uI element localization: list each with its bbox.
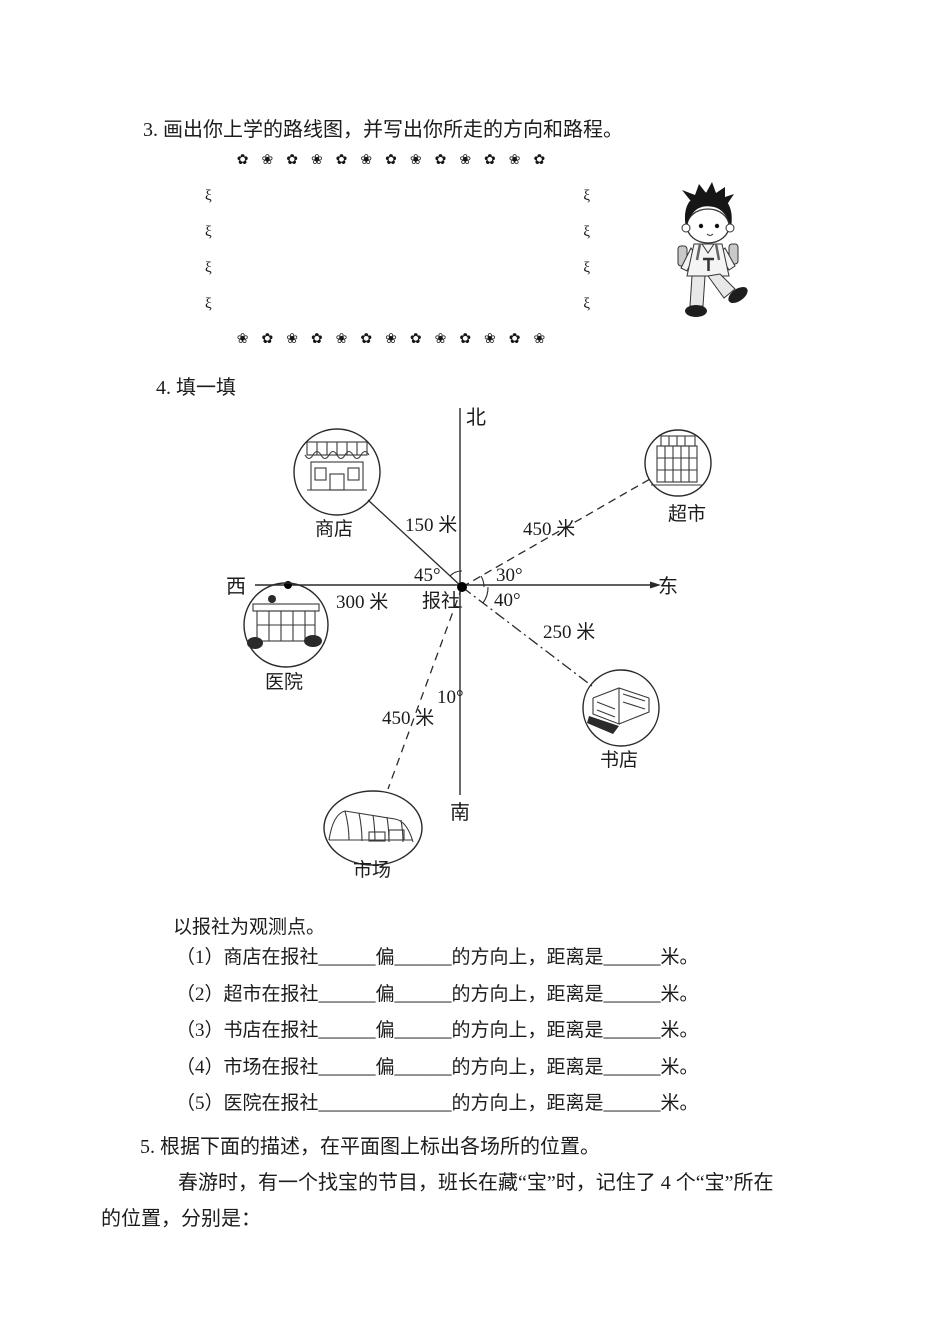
boy-mouth [706, 233, 714, 236]
newspaper-office-dot [457, 582, 467, 592]
newspaper-office-label: 报社 [422, 590, 460, 612]
shop-circle [293, 428, 381, 516]
boy-leg-left [689, 275, 706, 307]
observation-point-note: 以报社为观测点。 [173, 917, 326, 938]
boy-backpack-straps [695, 243, 721, 261]
bookstore-circle [582, 669, 660, 747]
question-3-text: 3. 画出你上学的路线图，并写出你所走的方向和路程。 [143, 119, 623, 141]
hospital-circle [243, 582, 329, 668]
market-ray [387, 586, 463, 790]
market-circle [323, 790, 423, 866]
boy-shoe-right [728, 287, 748, 303]
supermarket-label: 超市 [668, 503, 706, 525]
boy-hair [684, 192, 732, 228]
shop-angle: 45° [414, 565, 441, 586]
vine-border-right: ξ ξ ξ ξ [583, 188, 590, 312]
boy-collar [701, 243, 715, 254]
shop-ray [367, 499, 463, 588]
fill-item-3: （3）书店在报社______偏______的方向上，距离是______米。 [176, 1020, 699, 1042]
question-5-text: 5. 根据下面的描述，在平面图上标出各场所的位置。 [140, 1136, 600, 1158]
hospital-axis-dot [284, 581, 292, 589]
supermarket-circle [644, 429, 712, 497]
boy-leg-right [707, 273, 736, 299]
walking-boy-illustration [677, 182, 748, 317]
market-angle: 10° [437, 687, 464, 708]
fill-item-1: （1）商店在报社______偏______的方向上，距离是______米。 [176, 947, 699, 968]
hospital-building-icon [247, 595, 322, 649]
bookstore-building-icon [587, 687, 650, 734]
south-label: 南 [450, 801, 470, 824]
boy-shirt-logo [703, 257, 714, 271]
angle-arc-40 [482, 586, 489, 604]
market-label: 市场 [353, 859, 391, 881]
supermarket-angle: 30° [496, 565, 523, 586]
story-line-2: 的位置，分别是： [101, 1208, 261, 1230]
direction-map-diagram: 北 南 西 东 商店 150 米 45° 超市 450 米 30° [226, 406, 712, 881]
fill-item-2: （2）超市在报社______偏______的方向上，距离是______米。 [176, 983, 699, 1005]
supermarket-distance: 450 米 [523, 518, 575, 540]
flower-border-top: ✿❀✿❀✿❀✿❀✿❀✿❀✿ [236, 153, 559, 168]
bookstore-label: 书店 [600, 749, 638, 771]
boy-eye-left [698, 223, 704, 229]
angle-arc-30 [480, 575, 485, 588]
market-distance: 450 米 [382, 707, 434, 729]
boy-shoe-left [685, 305, 707, 317]
boy-ear-left [681, 223, 691, 233]
east-label: 东 [658, 575, 678, 598]
hospital-label: 医院 [265, 671, 303, 693]
shop-building-icon [304, 441, 370, 491]
angle-arc-45 [449, 570, 463, 577]
bookstore-angle: 40° [494, 590, 521, 611]
story-line-1: 春游时，有一个找宝的节目，班长在藏“宝”时，记住了 4 个“宝”所在 [178, 1172, 774, 1194]
vine-border-left: ξ ξ ξ ξ [205, 188, 212, 312]
shop-distance: 150 米 [405, 514, 457, 536]
market-building-icon [328, 810, 414, 843]
boy-face [686, 208, 730, 244]
route-drawing-box: ✿❀✿❀✿❀✿❀✿❀✿❀✿ ❀✿❀✿❀✿❀✿❀✿❀✿❀ ξ ξ ξ ξ ξ ξ … [205, 153, 590, 347]
question-4-text: 4. 填一填 [156, 377, 236, 399]
boy-eye-right [714, 223, 720, 229]
fill-item-4: （4）市场在报社______偏______的方向上，距离是______米。 [176, 1056, 699, 1078]
bookstore-distance: 250 米 [543, 621, 595, 643]
west-label: 西 [226, 576, 246, 598]
bookstore-ray [461, 586, 593, 687]
north-label: 北 [466, 406, 486, 429]
fill-item-5: （5）医院在报社______________的方向上，距离是______米。 [176, 1093, 699, 1115]
shop-label: 商店 [315, 518, 353, 540]
hospital-distance: 300 米 [336, 591, 388, 613]
fill-in-blanks-list: （1）商店在报社______偏______的方向上，距离是______米。 （2… [176, 940, 699, 1123]
flower-border-bottom: ❀✿❀✿❀✿❀✿❀✿❀✿❀ [236, 332, 559, 347]
supermarket-ray [461, 478, 651, 588]
east-arrowhead [650, 581, 661, 589]
boy-ear-right [725, 223, 735, 233]
supermarket-building-icon [651, 435, 703, 486]
angle-arc-10 [454, 605, 463, 608]
